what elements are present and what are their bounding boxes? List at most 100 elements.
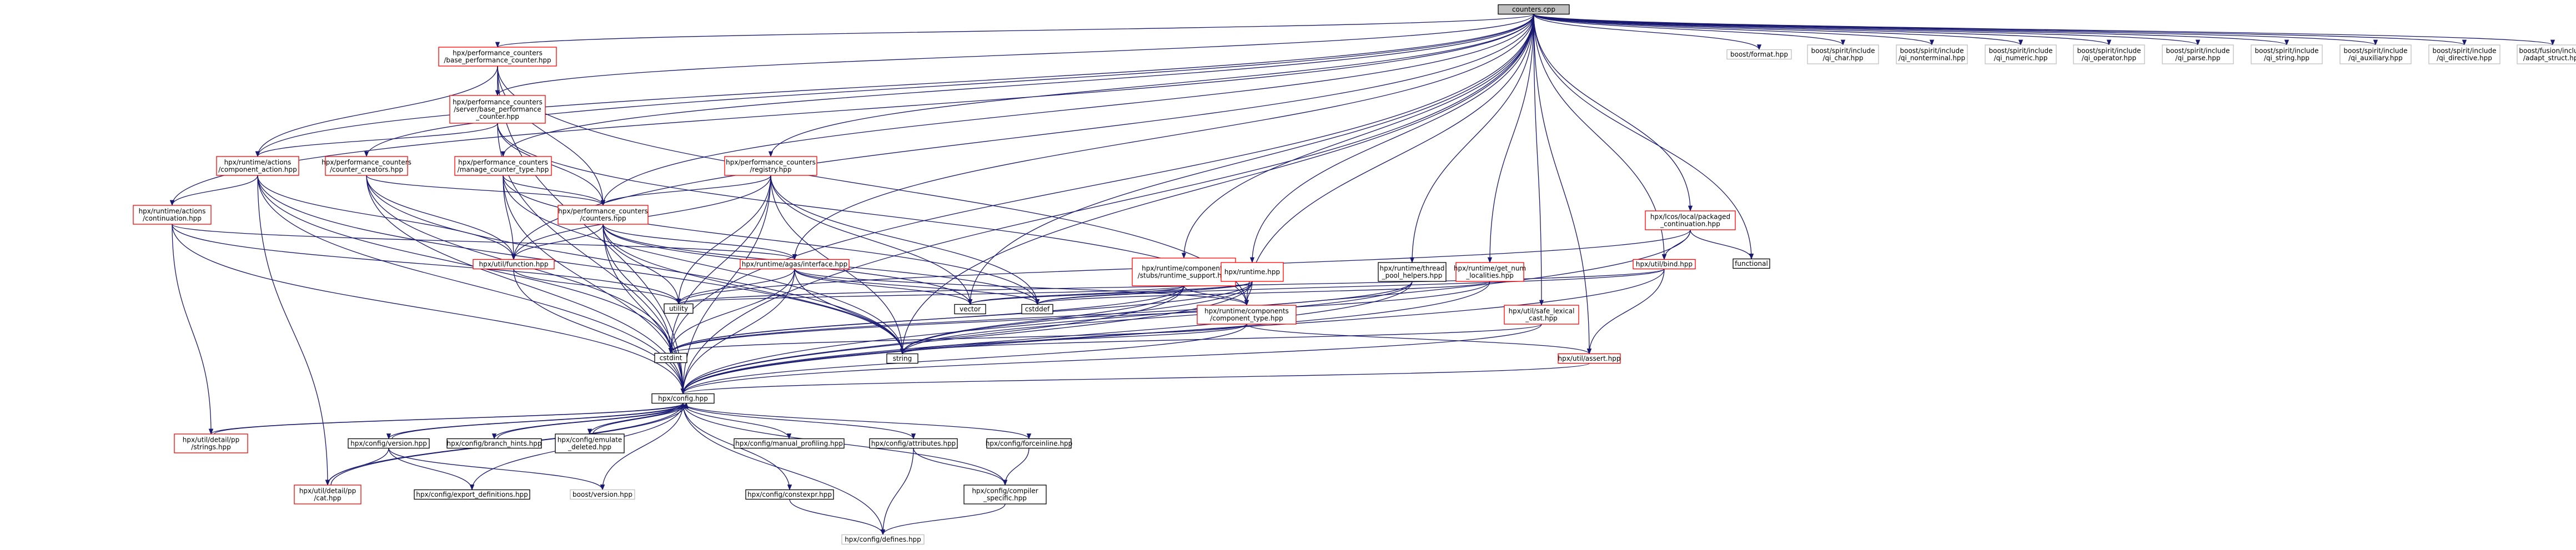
header-file-node[interactable]: hpx/config/constexpr.hpp: [745, 489, 834, 500]
node-box: [734, 438, 845, 449]
edge-n17-to-n20: [681, 324, 1542, 395]
node-label: hpx/runtime.hpp: [1224, 268, 1280, 276]
edge-n5-to-n25: [503, 175, 1040, 305]
header-file-node[interactable]: hpx/performance_counters/base_performanc…: [438, 47, 557, 67]
header-file-node[interactable]: functional: [1733, 258, 1770, 269]
edge-n47-to-n49: [789, 499, 886, 536]
header-file-node[interactable]: hpx/util/detail/pp/strings.hpp: [174, 433, 248, 453]
node-box: [724, 156, 817, 176]
header-file-node[interactable]: hpx/config/branch_hints.hpp: [446, 438, 542, 449]
header-file-node[interactable]: hpx/runtime/actions/component_action.hpp: [216, 156, 299, 176]
header-file-node[interactable]: hpx/util/function.hpp: [473, 259, 555, 270]
edge-n0-to-n3: [255, 14, 1534, 158]
header-file-node[interactable]: boost/spirit/include/qi_nonterminal.hpp: [1896, 44, 1968, 64]
edge-n0-to-n5: [500, 14, 1534, 158]
edge-n0-to-n31: [1533, 13, 2111, 46]
edge-n0-to-n30: [1533, 13, 2023, 46]
header-file-node[interactable]: hpx/config/attributes.hpp: [869, 438, 958, 449]
header-file-node[interactable]: boost/spirit/include/qi_char.hpp: [1807, 44, 1879, 64]
header-file-node[interactable]: vector: [954, 304, 986, 315]
header-file-node[interactable]: hpx/lcos/local/packaged_continuation.hpp: [1645, 210, 1736, 230]
node-box: [745, 489, 834, 500]
edge-n16-to-n19: [1586, 269, 1665, 355]
header-file-node[interactable]: boost/format.hpp: [1726, 49, 1792, 60]
header-file-node[interactable]: boost/spirit/include/qi_parse.hpp: [2162, 44, 2234, 64]
edge-n4-to-n9: [366, 175, 516, 260]
node-label: hpx/runtime/components: [1142, 265, 1226, 273]
node-box: [2251, 44, 2323, 64]
header-file-node[interactable]: hpx/config/emulate_deleted.hpp: [555, 433, 625, 453]
header-file-node[interactable]: boost/spirit/include/qi_auxiliary.hpp: [2339, 44, 2412, 64]
edge-n0-to-n20: [680, 14, 1534, 395]
node-box: [414, 489, 530, 500]
edge-n10-to-n21: [676, 269, 795, 305]
edge-n42-to-n48: [913, 448, 1008, 486]
edge-n0-to-n23: [900, 14, 1534, 355]
node-label: /server/base_performance: [454, 105, 541, 113]
edge-n20-to-n40: [587, 403, 684, 435]
header-file-node[interactable]: cstdint: [654, 352, 687, 364]
edge-n8-to-n21: [602, 224, 681, 305]
header-file-node[interactable]: hpx/runtime/agas/interface.hpp: [740, 259, 850, 270]
header-file-node[interactable]: hpx/runtime/actions/continuation.hpp: [133, 205, 212, 225]
edge-n5-to-n8: [503, 175, 606, 206]
node-label: boost/version.hpp: [573, 491, 632, 498]
header-file-node[interactable]: hpx/runtime.hpp: [1221, 262, 1284, 282]
header-file-node[interactable]: hpx/performance_counters/counter_creator…: [322, 156, 411, 176]
edge-n0-to-n35: [1533, 13, 2467, 46]
header-file-node[interactable]: boost/fusion/include/adapt_struct.hpp: [2517, 44, 2576, 64]
edge-n20-to-n43: [682, 403, 1031, 440]
node-box: [1558, 353, 1621, 364]
header-file-node[interactable]: hpx/config/compiler_specific.hpp: [963, 485, 1047, 504]
header-file-node[interactable]: hpx/config/manual_profiling.hpp: [734, 438, 845, 449]
header-file-node[interactable]: hpx/config.hpp: [651, 393, 715, 404]
header-file-node[interactable]: boost/version.hpp: [570, 489, 635, 500]
node-label: hpx/config/branch_hints.hpp: [447, 440, 542, 447]
node-box: [1455, 262, 1524, 282]
edge-n18-to-n20: [680, 324, 1247, 395]
header-file-node[interactable]: hpx/util/bind.hpp: [1633, 259, 1696, 270]
header-file-node[interactable]: hpx/runtime/thread_pool_helpers.hpp: [1378, 262, 1447, 282]
node-label: hpx/config/constexpr.hpp: [747, 491, 832, 498]
header-file-node[interactable]: hpx/performance_counters/server/base_per…: [449, 95, 546, 124]
node-box: [133, 205, 212, 225]
header-file-node[interactable]: hpx/config/export_definitions.hpp: [414, 489, 530, 500]
edge-n18-to-n23: [900, 324, 1247, 355]
edge-n0-to-n27: [1533, 14, 1762, 51]
edge-n9-to-n21: [513, 269, 681, 305]
header-file-node[interactable]: hpx/performance_counters/manage_counter_…: [454, 156, 552, 176]
edge-n15-to-n26: [1690, 229, 1754, 260]
header-file-node[interactable]: hpx/util/safe_lexical_cast.hpp: [1504, 305, 1579, 325]
node-box: [1726, 49, 1792, 60]
edge-n0-to-n9: [511, 14, 1534, 260]
node-box: [2517, 44, 2576, 64]
header-file-node[interactable]: hpx/runtime/components/stubs/runtime_sup…: [1132, 258, 1236, 286]
node-box: [1896, 44, 1968, 64]
header-file-node[interactable]: hpx/util/assert.hpp: [1558, 353, 1621, 364]
node-label: hpx/config/attributes.hpp: [871, 440, 956, 447]
edge-n0-to-n10: [792, 14, 1534, 260]
header-file-node[interactable]: cstddef: [1021, 304, 1053, 315]
header-file-node[interactable]: hpx/util/detail/pp/cat.hpp: [294, 485, 361, 504]
node-label: hpx/runtime/thread: [1380, 265, 1445, 273]
header-file-node[interactable]: hpx/performance_counters/registry.hpp: [724, 156, 817, 176]
node-label: hpx/config/emulate: [558, 436, 622, 444]
header-file-node[interactable]: boost/spirit/include/qi_numeric.hpp: [1985, 44, 2057, 64]
header-file-node[interactable]: boost/spirit/include/qi_operator.hpp: [2073, 44, 2145, 64]
node-box: [174, 433, 248, 453]
header-file-node[interactable]: string: [886, 353, 918, 364]
edge-n13-to-n20: [680, 281, 1413, 395]
header-file-node[interactable]: hpx/config/forceinline.hpp: [986, 438, 1073, 449]
header-file-node[interactable]: boost/spirit/include/qi_directive.hpp: [2428, 44, 2500, 64]
header-file-node[interactable]: hpx/runtime/components/component_type.hp…: [1197, 305, 1297, 325]
node-label: /qi_parse.hpp: [2175, 54, 2220, 62]
node-label: boost/spirit/include: [2344, 47, 2408, 55]
header-file-node[interactable]: hpx/config/defines.hpp: [841, 534, 925, 545]
edge-n0-to-n29: [1533, 13, 1934, 46]
header-file-node[interactable]: hpx/performance_counters/counters.hpp: [558, 205, 649, 225]
header-file-node[interactable]: hpx/runtime/get_num_localities.hpp: [1454, 262, 1526, 282]
header-file-node[interactable]: boost/spirit/include/qi_string.hpp: [2251, 44, 2323, 64]
header-file-node[interactable]: utility: [664, 303, 694, 314]
header-file-node[interactable]: hpx/config/version.hpp: [348, 438, 430, 449]
edge-n20-to-n49: [682, 403, 886, 536]
